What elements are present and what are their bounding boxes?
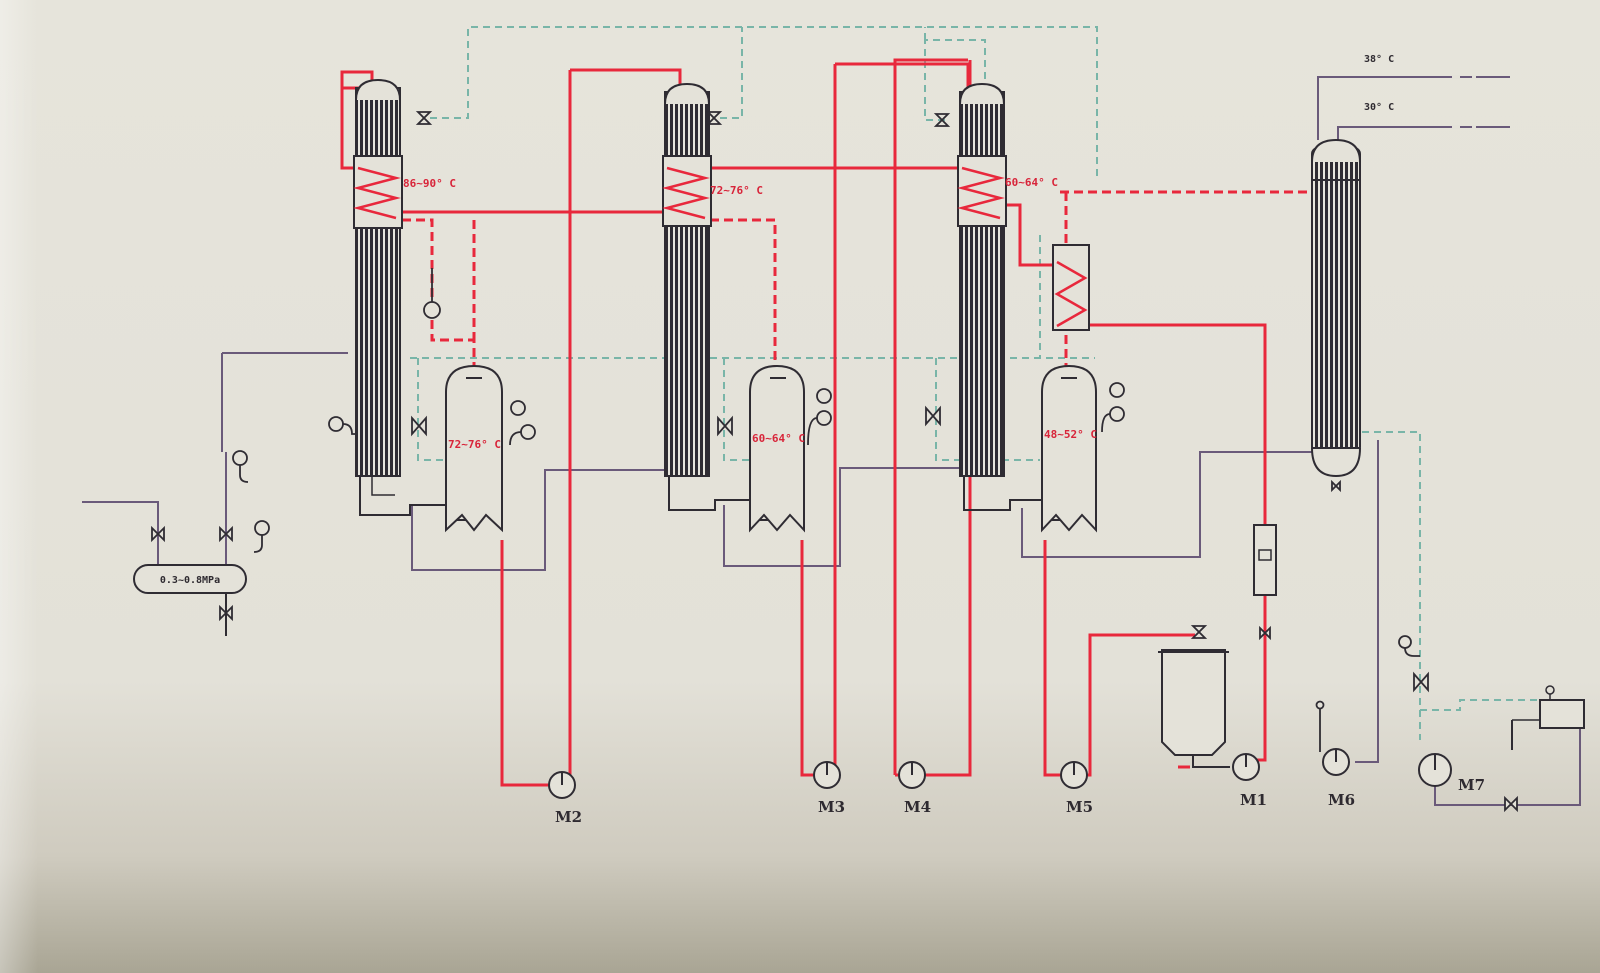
pump-label-m7: M7 [1458, 776, 1485, 794]
pump-m5 [1060, 761, 1088, 789]
evaporator-effect-3 [957, 82, 1096, 521]
steam-header-pressure: 0.3~0.8MPa [160, 575, 220, 586]
pump-labels: M2 M3 M4 M5 M1 M6 M7 [555, 776, 1485, 826]
temp-effect3-separator: 48~52° C [1044, 428, 1097, 441]
valves [151, 111, 1518, 813]
condenser [1311, 138, 1361, 478]
pump-m7 [1418, 753, 1452, 787]
pump-m1 [1232, 753, 1260, 781]
cooling-water-dashes [1452, 75, 1476, 129]
temp-effect3-heater: 60~64° C [1005, 176, 1058, 189]
pump-label-m2: M2 [555, 808, 582, 826]
temp-effect1-separator: 72~76° C [448, 438, 501, 451]
pump-label-m6: M6 [1328, 791, 1355, 809]
pumps [548, 748, 1452, 799]
flow-meter [1253, 524, 1277, 596]
pump-label-m1: M1 [1240, 791, 1267, 809]
gauges [232, 268, 1420, 752]
storage-tank [1158, 649, 1230, 768]
steam-header: 0.3~0.8MPa [133, 564, 247, 636]
separator-effect-1 [445, 364, 503, 533]
pump-label-m3: M3 [818, 798, 845, 816]
pump-m2 [548, 771, 576, 799]
temp-cooling-in: 30° C [1364, 102, 1394, 113]
temp-effect2-heater: 72~76° C [710, 184, 763, 197]
pump-m6 [1322, 748, 1350, 776]
temp-cooling-out: 38° C [1364, 54, 1394, 65]
water-tank [1511, 685, 1585, 750]
temperature-labels: 86~90° C 72~76° C 72~76° C 60~64° C 60~6… [403, 54, 1394, 451]
product-lines [82, 76, 1581, 806]
separator-effect-3 [1041, 364, 1097, 533]
pump-m3 [813, 761, 841, 789]
preheater [1052, 244, 1090, 331]
temp-effect2-separator: 60~64° C [752, 432, 805, 445]
pump-label-m4: M4 [904, 798, 931, 816]
evaporator-effect-1 [353, 78, 502, 521]
pump-m4 [898, 761, 926, 789]
pump-label-m5: M5 [1066, 798, 1093, 816]
temp-effect1-heater: 86~90° C [403, 177, 456, 190]
secondary-steam-lines [402, 190, 1312, 370]
separator-effect-2 [749, 364, 805, 533]
